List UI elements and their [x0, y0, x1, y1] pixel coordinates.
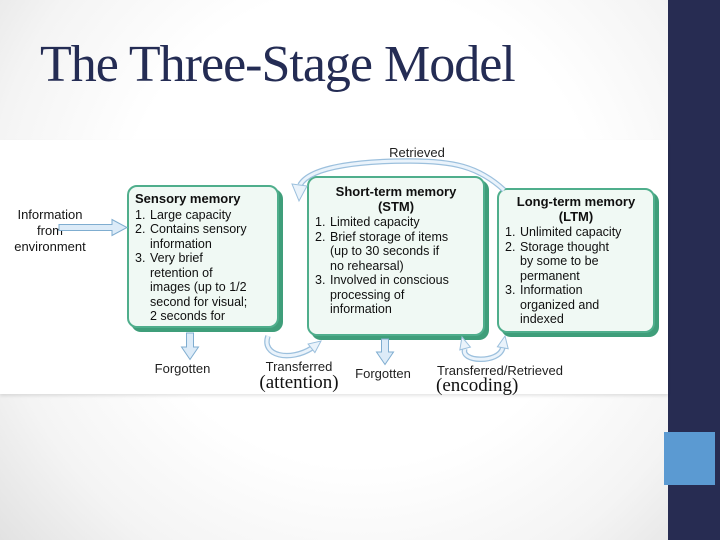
list-item: 3. Very brief retention of images (up to…: [135, 251, 271, 324]
forgotten-stm-label: Forgotten: [355, 366, 411, 381]
input-source-label: Information from environment: [14, 207, 86, 254]
list-item: 2. Storage thought by some to be permane…: [505, 240, 647, 284]
list-item: 1. Unlimited capacity: [505, 225, 647, 240]
item-text: Information organized and indexed: [520, 283, 600, 327]
item-text: Involved in conscious processing of info…: [330, 273, 449, 317]
item-text: Very brief retention of images (up to 1/…: [150, 251, 248, 324]
transferred-label: Transferred: [265, 359, 333, 374]
list-item: 2. Contains sensory information: [135, 222, 271, 251]
accent-square: [664, 432, 715, 485]
item-number: 2.: [315, 229, 326, 244]
transferred-retrieved-label: Transferred/Retrieved: [437, 363, 563, 378]
slide-title: The Three-Stage Model: [40, 36, 516, 93]
item-number: 3.: [315, 273, 326, 288]
encoding-annotation: (encoding): [436, 375, 519, 396]
item-number: 1.: [135, 207, 146, 222]
forgotten-sensory-label: Forgotten: [154, 361, 211, 376]
item-text: Unlimited capacity: [520, 225, 622, 240]
item-number: 1.: [505, 225, 516, 240]
item-number: 3.: [135, 251, 146, 266]
long-term-memory-title: Long-term memory (LTM): [516, 194, 636, 224]
sensory-memory-box: Sensory memory 1. Large capacity 2. Cont…: [127, 185, 279, 328]
item-number: 2.: [505, 239, 516, 254]
item-number: 3.: [505, 283, 516, 298]
sensory-memory-title: Sensory memory: [135, 191, 241, 206]
item-text: Contains sensory information: [150, 222, 247, 251]
list-item: 1. Limited capacity: [315, 215, 477, 230]
short-term-memory-title: Short-term memory (STM): [335, 184, 457, 214]
item-number: 2.: [135, 222, 146, 237]
retrieved-label: Retrieved: [389, 145, 445, 160]
item-text: Limited capacity: [330, 215, 420, 230]
list-item: 3. Information organized and indexed: [505, 283, 647, 327]
short-term-memory-box: Short-term memory (STM) 1. Limited capac…: [307, 176, 485, 336]
item-text: Storage thought by some to be permanent: [520, 239, 609, 283]
list-item: 2. Brief storage of items (up to 30 seco…: [315, 230, 477, 274]
attention-annotation: (attention): [259, 372, 339, 393]
item-text: Large capacity: [150, 207, 232, 222]
item-text: Brief storage of items (up to 30 seconds…: [330, 229, 449, 273]
long-term-memory-box: Long-term memory (LTM) 1. Unlimited capa…: [497, 188, 655, 333]
list-item: 3. Involved in conscious processing of i…: [315, 273, 477, 317]
list-item: 1. Large capacity: [135, 208, 271, 223]
item-number: 1.: [315, 215, 326, 230]
